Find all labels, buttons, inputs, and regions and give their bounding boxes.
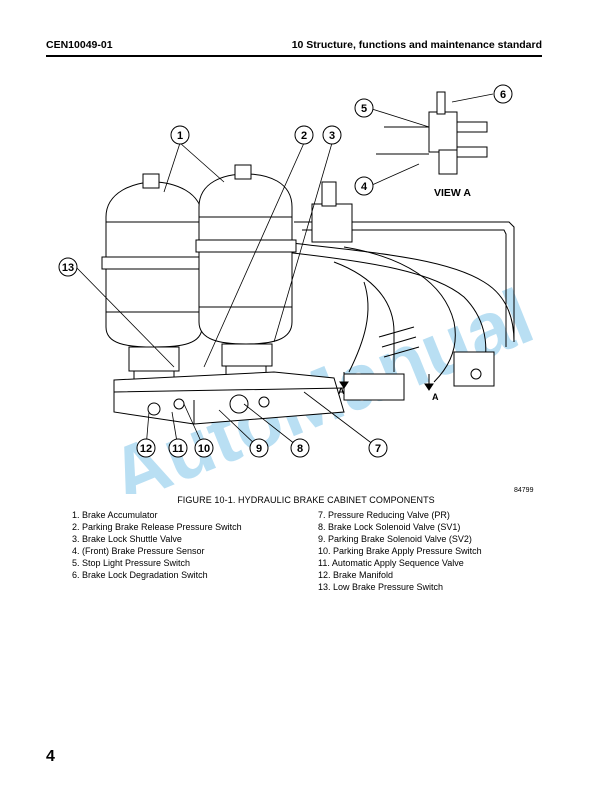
header-rule [46,55,542,57]
accumulator-right [195,164,297,381]
callout-13: 13 [58,257,78,277]
shuttle-valve-block [311,203,353,243]
svg-text:6: 6 [500,89,506,101]
legend-item: 9. Parking Brake Solenoid Valve (SV2) [318,534,472,544]
callout-5: 5 [354,98,374,118]
legend-right: 7. Pressure Reducing Valve (PR) 8. Brake… [318,509,482,593]
legend-item: 1. Brake Accumulator [72,510,158,520]
svg-text:1: 1 [177,130,183,142]
section-title: 10 Structure, functions and maintenance … [291,39,542,51]
pressure-reducing-valve [343,373,405,401]
legend-item: 13. Low Brake Pressure Switch [318,582,444,592]
hose-1 [283,241,515,343]
legend-item: 12. Brake Manifold [318,570,394,580]
callout-4: 4 [354,176,374,196]
callout-12: 12 [136,438,156,458]
legend-item: 6. Brake Lock Degradation Switch [72,570,208,580]
svg-text:13: 13 [62,262,74,274]
legend-item: 5. Stop Light Pressure Switch [72,558,191,568]
svg-text:9: 9 [256,443,262,455]
hose-5 [348,281,369,373]
figure-drawing: AutoManual [58,84,545,494]
hydraulic-brake-cabinet-figure: AutoManual [44,82,564,494]
callout-11: 11 [168,438,188,458]
callout-2: 2 [294,125,314,145]
svg-text:12: 12 [140,443,152,455]
legend-item: 7. Pressure Reducing Valve (PR) [318,510,450,520]
legend-item: 4. (Front) Brake Pressure Sensor [72,546,205,556]
callouts: 1 2 3 4 5 6 7 8 9 10 11 12 13 [58,84,513,458]
legend-item: 11. Automatic Apply Sequence Valve [318,558,464,568]
callout-8: 8 [290,438,310,458]
page-number: 4 [46,748,55,765]
hose-4 [333,261,395,372]
svg-text:11: 11 [172,443,184,455]
hose-3 [343,246,456,383]
callout-6: 6 [493,84,513,104]
svg-text:7: 7 [375,443,381,455]
figure-caption: FIGURE 10-1. HYDRAULIC BRAKE CABINET COM… [177,495,435,505]
legend-item: 10. Parking Brake Apply Pressure Switch [318,546,482,556]
section-arrows [339,372,434,391]
svg-text:5: 5 [361,103,367,115]
svg-text:2: 2 [301,130,307,142]
legend-item: 3. Brake Lock Shuttle Valve [72,534,182,544]
section-marker-a-1: A [338,386,345,396]
brake-manifold [113,371,345,425]
callout-1: 1 [170,125,190,145]
section-marker-a-2: A [432,392,439,402]
svg-text:3: 3 [329,130,335,142]
hose-2 [283,251,487,368]
document-id: CEN10049-01 [46,39,113,51]
leader-lines [75,93,494,449]
callout-7: 7 [368,438,388,458]
view-a-detail [376,91,488,175]
callout-9: 9 [249,438,269,458]
frame-rail [294,221,515,347]
callout-10: 10 [194,438,214,458]
svg-text:8: 8 [297,443,303,455]
svg-text:10: 10 [198,443,210,455]
view-a-label: VIEW A [434,187,471,199]
legend-left: 1. Brake Accumulator 2. Parking Brake Re… [72,509,242,581]
svg-text:4: 4 [361,181,368,193]
figure-number: 84799 [514,487,534,494]
callout-3: 3 [322,125,342,145]
accumulator-left [101,173,209,386]
legend-item: 8. Brake Lock Solenoid Valve (SV1) [318,522,461,532]
legend-item: 2. Parking Brake Release Pressure Switch [72,522,242,532]
